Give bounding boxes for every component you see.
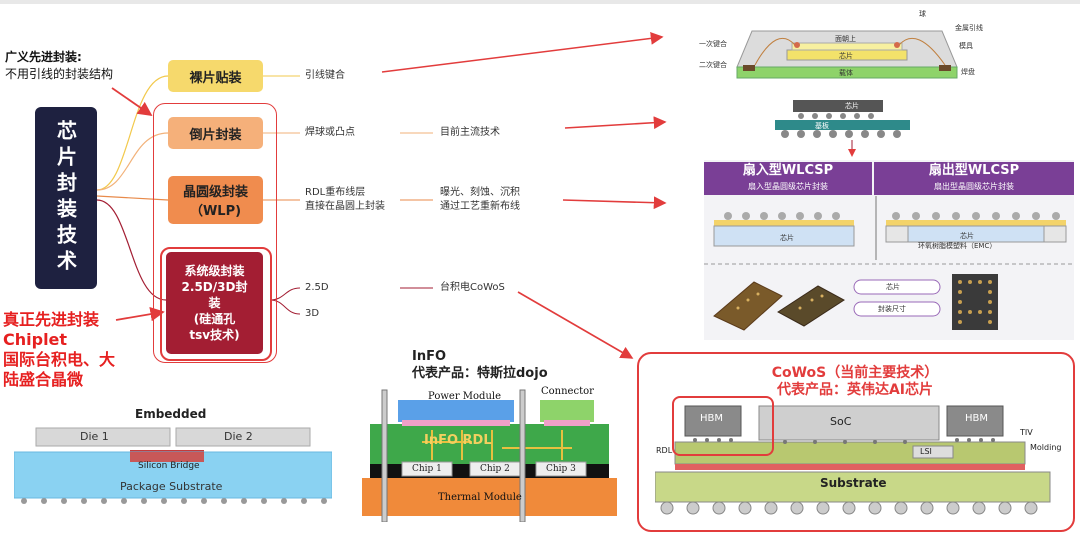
wlp-note: 曝光、刻蚀、沉积 通过工艺重新布线 <box>440 186 520 214</box>
wlp-note-1: 曝光、刻蚀、沉积 <box>440 187 520 198</box>
wlp-method-1: RDL重布线层 <box>305 187 366 198</box>
top-rule <box>0 0 1080 4</box>
sip-highlight-ring <box>160 247 272 361</box>
info-thermal-module: Thermal Module <box>438 492 522 503</box>
sip-line-4: (硅通孔 <box>193 312 236 326</box>
fan-in-chip: 芯片 <box>780 234 794 242</box>
intro-line-1: 广义先进封装: <box>5 50 82 64</box>
cowos-title: CoWoS（当前主要技术） 代表产品：英伟达AI芯片 <box>640 365 1070 399</box>
info-chip-3: Chip 3 <box>546 464 576 474</box>
info-title-1: InFO <box>412 349 447 364</box>
sip-line-2: 2.5D/3D封 <box>181 280 248 294</box>
real-advanced-line-2: Chiplet <box>3 330 68 349</box>
embedded-drawing <box>14 427 332 504</box>
real-advanced-text: 真正先进封装 Chiplet 国际台积电、大 陆盛合晶微 <box>3 310 115 390</box>
cowos-hbm-right: HBM <box>965 413 989 424</box>
embedded-die-2: Die 2 <box>224 430 253 443</box>
flip-chip-substrate: 基板 <box>815 122 829 130</box>
wb-mold: 模具 <box>959 42 973 50</box>
intro-line-2: 不用引线的封装结构 <box>5 67 114 81</box>
wb-ball: 球 <box>919 10 926 18</box>
cowos-lsi: LSI <box>920 447 932 456</box>
sip-3d: 3D <box>305 308 320 319</box>
wlp-label: 晶圆级封装（WLP) <box>182 185 248 219</box>
info-title-2: 代表产品：特斯拉dojo <box>412 366 548 381</box>
info-connector: Connector <box>541 386 594 397</box>
info-power-module: Power Module <box>428 391 501 402</box>
info-rdl: InFO RDL <box>424 433 492 448</box>
wire-bond-method: 引线键合 <box>305 70 345 81</box>
legend-package-size: 封装尺寸 <box>878 305 906 313</box>
fan-in-header: 扇入型WLCSP 扇入型晶圆级芯片封装 <box>704 162 872 195</box>
flip-chip-figure: 芯片 基板 <box>775 98 910 140</box>
sip-note: 台积电CoWoS <box>440 282 505 293</box>
cowos-title-2: 代表产品：英伟达AI芯片 <box>776 382 934 398</box>
cowos-highlight-box <box>637 352 1075 532</box>
info-drawing <box>362 389 617 522</box>
embedded-bridge: Silicon Bridge <box>138 461 200 471</box>
cowos-molding: Molding <box>1030 443 1062 452</box>
cowos-soc: SoC <box>830 415 852 428</box>
wb-second-bond: 二次键合 <box>699 61 727 69</box>
wb-pad: 焊盘 <box>961 68 975 76</box>
legend-chip: 芯片 <box>886 283 900 291</box>
fan-out-subtitle: 扇出型晶圆级芯片封装 <box>934 182 1014 191</box>
flip-chip-box: 倒片封装 <box>168 117 263 149</box>
wlp-method: RDL重布线层 直接在晶圆上封装 <box>305 186 385 214</box>
fan-out-emc: 环氧树脂模塑料（EMC） <box>918 242 997 250</box>
fan-out-title: 扇出型WLCSP <box>928 163 1020 178</box>
wlp-method-2: 直接在晶圆上封装 <box>305 201 385 212</box>
embedded-die-1: Die 1 <box>80 430 109 443</box>
cowos-drawing <box>655 405 1051 515</box>
real-advanced-line-4: 陆盛合晶微 <box>3 370 84 389</box>
flip-chip-note: 目前主流技术 <box>440 127 500 138</box>
wlcsp-drawing <box>704 196 1074 331</box>
info-chip-1: Chip 1 <box>412 464 442 474</box>
embedded-substrate: Package Substrate <box>120 480 223 493</box>
wlp-note-2: 通过工艺重新布线 <box>440 201 520 212</box>
wb-first-bond: 一次键合 <box>699 40 727 48</box>
real-advanced-line-1: 真正先进封装 <box>3 310 100 329</box>
sip-2-5d: 2.5D <box>305 282 329 293</box>
fan-in-subtitle: 扇入型晶圆级芯片封装 <box>748 182 828 191</box>
fan-out-chip: 芯片 <box>960 232 974 240</box>
fan-in-title: 扇入型WLCSP <box>742 163 834 178</box>
wb-die: 芯片 <box>839 52 853 60</box>
cowos-hbm-highlight <box>672 396 774 456</box>
main-title: 芯片封装技术 <box>35 107 97 289</box>
info-title: InFO 代表产品：特斯拉dojo <box>412 348 548 382</box>
sip-line-3: 装 <box>208 296 221 310</box>
flip-chip-die: 芯片 <box>845 102 859 110</box>
sip-line-1: 系统级封装 <box>184 264 245 278</box>
real-advanced-line-3: 国际台积电、大 <box>3 350 116 369</box>
sip-line-5: tsv技术) <box>189 328 240 342</box>
cowos-tiv: TIV <box>1020 428 1033 437</box>
advanced-packaging-ring <box>153 103 277 363</box>
flip-chip-method: 焊球或凸点 <box>305 127 355 138</box>
embedded-title: Embedded <box>135 407 207 421</box>
cowos-hbm-left: HBM <box>700 413 724 424</box>
cowos-rdl: RDL <box>656 446 673 455</box>
sip-box: 系统级封装 2.5D/3D封 装 (硅通孔 tsv技术) <box>166 252 263 354</box>
fan-out-header: 扇出型WLCSP 扇出型晶圆级芯片封装 <box>874 162 1074 195</box>
wire-bond-box: 裸片贴装 <box>168 60 263 92</box>
wb-die-face: 面朝上 <box>835 35 856 43</box>
info-chip-2: Chip 2 <box>480 464 510 474</box>
wb-gold-wire: 金属引线 <box>955 24 983 32</box>
cowos-title-1: CoWoS（当前主要技术） <box>771 365 939 381</box>
wlp-box: 晶圆级封装（WLP) <box>168 176 263 224</box>
cowos-substrate: Substrate <box>820 476 887 490</box>
wb-substrate: 载体 <box>839 69 853 77</box>
wire-bond-figure: 球 金属引线 一次键合 二次键合 面朝上 模具 芯片 焊盘 载体 <box>697 5 997 85</box>
